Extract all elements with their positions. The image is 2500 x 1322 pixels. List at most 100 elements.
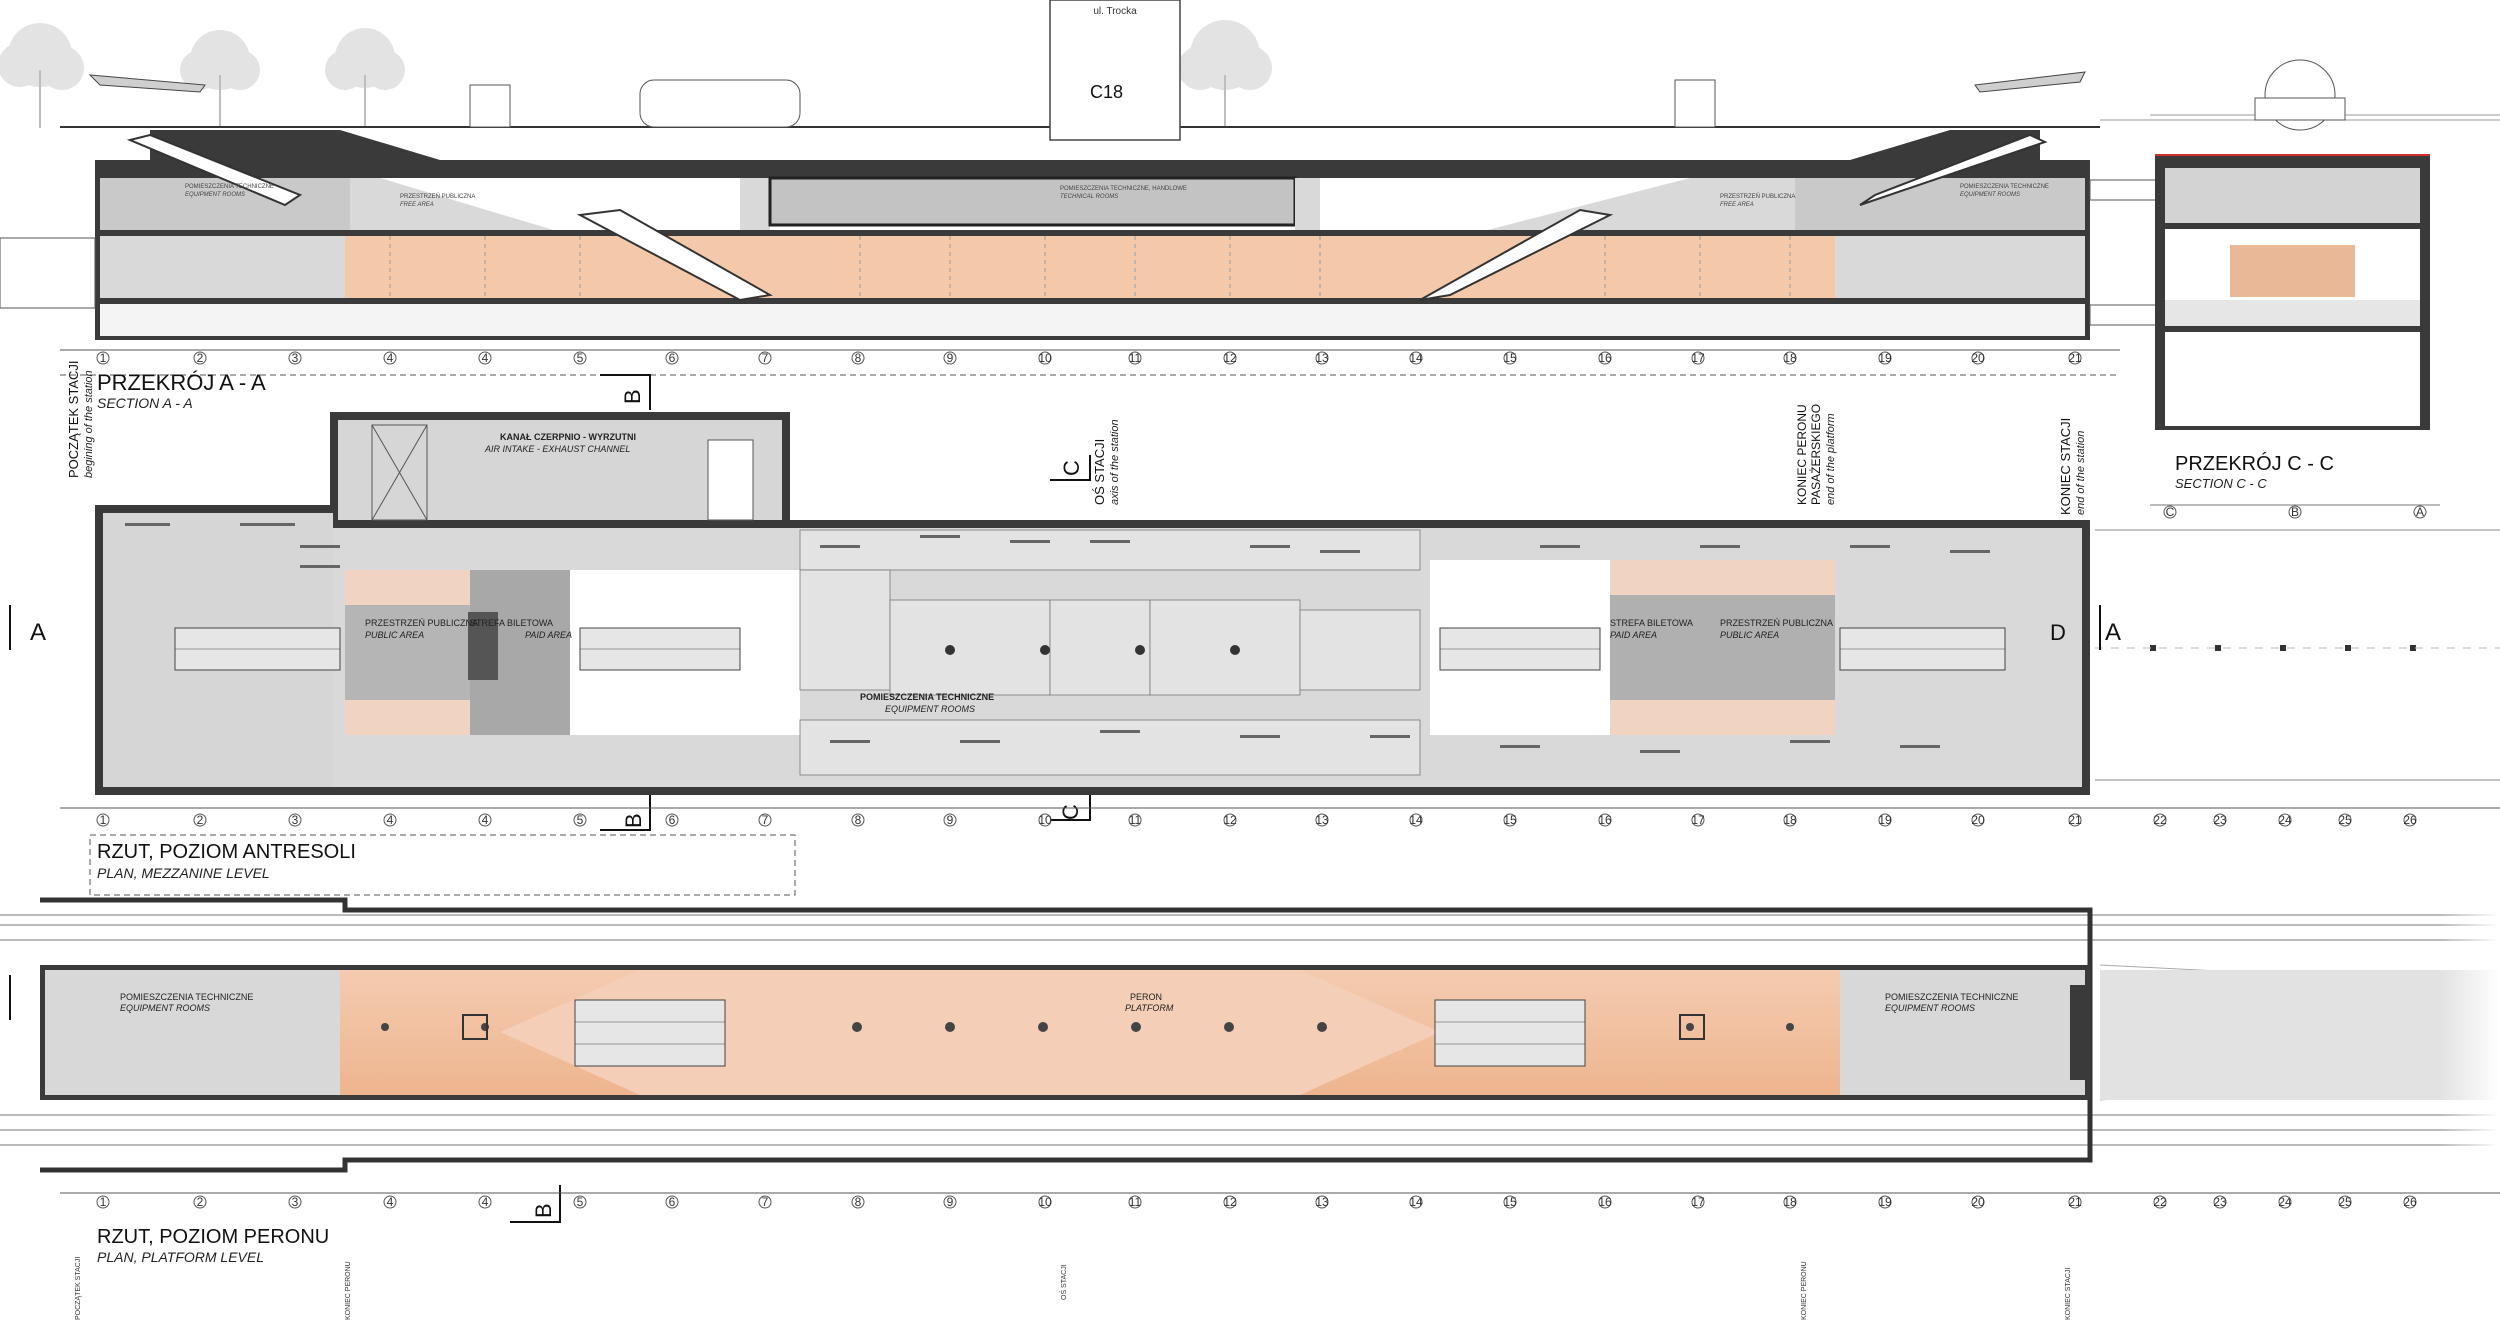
- grid-bubble: [2338, 813, 2352, 827]
- station-axis-en: axis of the station: [1109, 419, 1121, 505]
- grid-bubble: [478, 351, 492, 365]
- platform-area-en: PLATFORM: [1125, 1003, 1174, 1013]
- grid-bubble: [96, 1195, 110, 1209]
- grid-bubble: [1315, 1195, 1329, 1209]
- grid-label: 22: [2153, 813, 2167, 827]
- public-area-right: PRZESTRZEŃ PUBLICZNA: [1720, 618, 1833, 628]
- grid-bubble: [1503, 1195, 1517, 1209]
- grid-bubble: [288, 813, 302, 827]
- grid-label: 11: [1129, 1195, 1142, 1209]
- section-mark-a-left: A: [30, 619, 46, 646]
- grid-bubble: [1783, 813, 1797, 827]
- grid-bubble: [2163, 505, 2177, 519]
- paid-area-left-en: PAID AREA: [525, 630, 572, 640]
- grid-label: 5: [577, 1195, 584, 1209]
- grid-label: 4: [387, 813, 394, 827]
- grid-label: 7: [762, 1195, 769, 1209]
- grid-label: 4: [387, 351, 394, 365]
- grid-bubble: [1038, 813, 1052, 827]
- grid-bubble: [1598, 1195, 1612, 1209]
- grid-label: 3: [292, 813, 299, 827]
- grid-label: 12: [1223, 813, 1237, 827]
- grid-bubble: [1783, 1195, 1797, 1209]
- equipment-rooms-mezz-en: EQUIPMENT ROOMS: [885, 704, 975, 714]
- grid-bubble: [193, 1195, 207, 1209]
- sa-public-right-en: FREE AREA: [1720, 202, 1754, 208]
- street-label: ul. Trocka: [1093, 6, 1137, 17]
- grid-bubble: [2413, 505, 2427, 519]
- grid-bubble: [665, 813, 679, 827]
- grid-label: 19: [1878, 813, 1892, 827]
- grid-label: 4: [387, 1195, 394, 1209]
- grid-bubble: [1038, 1195, 1052, 1209]
- grid-label: 17: [1691, 1195, 1705, 1209]
- grid-bubble: [1128, 351, 1142, 365]
- grid-bubble: [573, 351, 587, 365]
- sa-equip-right: POMIESZCZENIA TECHNICZNE: [1960, 184, 2049, 190]
- grid-label: B: [2291, 505, 2299, 519]
- grid-bubble: [1691, 351, 1705, 365]
- grid-bubble: [193, 813, 207, 827]
- section-markers: A A B B C C A B: [9, 374, 2121, 1223]
- grid-label: 1: [100, 813, 107, 827]
- grid-label: 9: [947, 1195, 954, 1209]
- grid-label: 1: [100, 351, 107, 365]
- section-c-subtitle: SECTION C - C: [2175, 476, 2267, 491]
- grid-bubble: [1409, 1195, 1423, 1209]
- grid-label: 4: [482, 1195, 489, 1209]
- platform-end-label-2: PASAŻERSKIEGO: [1809, 404, 1823, 505]
- tree-icon: [0, 20, 1272, 90]
- grid-label: 26: [2403, 1195, 2417, 1209]
- grid-bubble: [1598, 813, 1612, 827]
- bottom-station-end: KONIEC STACJI: [2065, 1268, 2072, 1320]
- grid-bubble: [193, 351, 207, 365]
- station-start-en: begining of the station: [83, 370, 95, 478]
- section-a-title: PRZEKRÓJ A - A: [97, 370, 266, 395]
- grid-label: 9: [947, 351, 954, 365]
- grid-bubble: [1503, 813, 1517, 827]
- grid-bubble: [1971, 351, 1985, 365]
- grid-bubble: [2153, 813, 2167, 827]
- grid-label: 11: [1129, 351, 1142, 365]
- equipment-rooms-right-en: EQUIPMENT ROOMS: [1885, 1003, 1975, 1013]
- grid-bubble: [1971, 813, 1985, 827]
- grid-bubble: [1409, 351, 1423, 365]
- grid-label: 24: [2278, 1195, 2292, 1209]
- grid-label: 6: [669, 813, 676, 827]
- grid-bubble: [1315, 813, 1329, 827]
- paid-area-right: STREFA BILETOWA: [1610, 618, 1693, 628]
- grid-label: 7: [762, 813, 769, 827]
- grid-label: 13: [1315, 351, 1329, 365]
- platform-area-label: PERON: [1130, 992, 1162, 1002]
- grid-bubble: [2278, 1195, 2292, 1209]
- grid-label: 13: [1315, 813, 1329, 827]
- grid-label: 15: [1503, 813, 1517, 827]
- grid-label: 16: [1598, 813, 1612, 827]
- grid-label: 16: [1598, 1195, 1612, 1209]
- station-start-label: POCZĄTEK STACJI: [66, 361, 81, 479]
- grid-bubble: [478, 813, 492, 827]
- grid-label: 1: [100, 1195, 107, 1209]
- grid-bubble: [758, 351, 772, 365]
- grid-label: 4: [482, 351, 489, 365]
- grid-label: 19: [1878, 351, 1892, 365]
- grid-label: 15: [1503, 1195, 1517, 1209]
- platform-subtitle: PLAN, PLATFORM LEVEL: [97, 1249, 264, 1265]
- public-area-left-en: PUBLIC AREA: [365, 630, 424, 640]
- grid-bubble: [2288, 505, 2302, 519]
- air-channel-label: KANAŁ CZERPNIO - WYRZUTNI: [500, 432, 636, 442]
- grid-bubble: [851, 1195, 865, 1209]
- grid-bubble: [1691, 813, 1705, 827]
- grid-label: 26: [2403, 813, 2417, 827]
- grid-label: 23: [2213, 1195, 2227, 1209]
- bottom-platform-end: KONIEC PERONU: [1801, 1261, 1808, 1320]
- section-mark-a-right: A: [2105, 619, 2121, 646]
- equipment-rooms-right: POMIESZCZENIA TECHNICZNE: [1885, 992, 2018, 1002]
- grid-bubble: [383, 351, 397, 365]
- grid-bubble: [943, 351, 957, 365]
- sa-equip-left: POMIESZCZENIA TECHNICZNE: [185, 184, 274, 190]
- grid-bubble: [1223, 351, 1237, 365]
- grid-bubble: [573, 813, 587, 827]
- grid-label: 17: [1691, 813, 1705, 827]
